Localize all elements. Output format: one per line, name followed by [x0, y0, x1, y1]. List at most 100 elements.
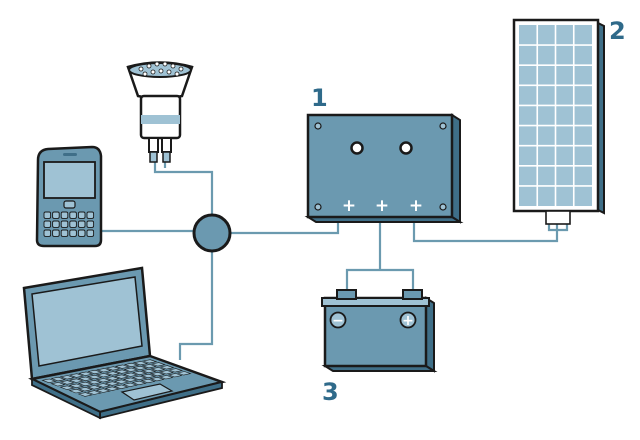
laptop-key	[132, 365, 148, 371]
phone-key	[86, 211, 95, 219]
wire-panel-stub	[547, 224, 569, 232]
solar-panel	[512, 18, 605, 225]
phone-key	[77, 220, 86, 228]
wire-laptop-hub	[178, 250, 214, 360]
laptop-key	[86, 390, 102, 395]
bulb-pin-left	[148, 137, 159, 153]
wires	[100, 162, 569, 360]
controller-screw-tl	[314, 122, 322, 130]
laptop-key	[95, 383, 111, 388]
phone-key	[60, 229, 69, 237]
phone-screen	[43, 161, 96, 199]
laptop-icon	[22, 266, 227, 420]
laptop-key	[59, 385, 75, 390]
phone-trackpad	[63, 200, 76, 209]
controller-screw-tr	[439, 122, 447, 130]
bulb-contact-right	[162, 151, 171, 163]
smartphone-icon	[35, 145, 103, 248]
laptop-key	[68, 388, 84, 394]
laptop-key	[95, 388, 111, 393]
battery-label: 3	[322, 378, 339, 406]
wire-battery-bus	[345, 268, 415, 292]
laptop-key	[149, 376, 165, 382]
bulb-led	[158, 68, 164, 74]
laptop-key	[104, 381, 120, 386]
phone-key	[69, 211, 77, 219]
phone-key	[86, 220, 95, 228]
battery-terminal-negative	[336, 289, 357, 300]
phone-keys	[43, 211, 95, 237]
laptop-key	[96, 368, 112, 373]
laptop-key	[114, 364, 130, 369]
laptop-key	[122, 377, 138, 382]
laptop-key	[77, 386, 93, 392]
laptop-key	[141, 368, 157, 374]
controller-terminal-3: +	[409, 196, 423, 216]
laptop-key	[150, 362, 166, 367]
laptop-key	[113, 374, 130, 379]
wire-controller-panel	[412, 214, 559, 243]
junction-hub-icon	[192, 213, 232, 253]
laptop-key	[77, 392, 93, 397]
laptop-key	[131, 380, 147, 386]
laptop-touchpad	[120, 383, 174, 401]
bulb-base-stripe	[141, 115, 180, 124]
laptop-key	[131, 375, 148, 381]
laptop-key	[142, 359, 158, 364]
laptop-key	[114, 369, 130, 374]
laptop-front-left	[31, 377, 101, 420]
wire-lamp-hub	[153, 162, 214, 216]
laptop-key	[113, 379, 129, 384]
laptop-screen	[31, 276, 143, 367]
bulb-led	[142, 71, 148, 77]
phone-key	[69, 229, 77, 237]
controller-screw-br	[439, 203, 447, 211]
battery-top	[321, 297, 430, 307]
laptop-key	[95, 373, 112, 378]
bulb-leds	[138, 61, 184, 77]
laptop-key	[50, 382, 66, 387]
laptop-key	[176, 371, 192, 376]
panel-junction-box	[545, 210, 571, 225]
laptop-key	[68, 383, 84, 389]
controller-label: 1	[311, 84, 328, 112]
controller-terminal-2: +	[375, 196, 389, 216]
phone-key	[43, 211, 52, 219]
laptop-key	[86, 379, 102, 385]
laptop-key	[123, 362, 140, 368]
laptop-key	[105, 371, 121, 376]
laptop-key	[104, 376, 121, 381]
laptop-keys	[41, 359, 192, 397]
panel-grid	[519, 25, 592, 206]
laptop-key	[150, 367, 166, 372]
controller-body	[306, 113, 454, 219]
bulb-led	[170, 63, 176, 69]
bulb-led	[166, 69, 172, 75]
laptop-key	[149, 371, 165, 377]
laptop-key	[41, 378, 57, 384]
laptop-key	[59, 380, 75, 385]
charge-controller: + + +	[304, 113, 464, 224]
battery-terminal-positive	[402, 289, 423, 300]
phone-key	[60, 220, 69, 228]
battery: − +	[321, 289, 438, 373]
laptop-key	[132, 361, 149, 366]
phone-key	[52, 211, 60, 219]
laptop-key	[68, 373, 85, 378]
phone-key	[43, 220, 52, 228]
battery-body	[323, 296, 428, 368]
phone-earpiece	[63, 153, 77, 156]
laptop-key	[104, 386, 120, 391]
phone-key	[52, 229, 60, 237]
laptop-key	[123, 367, 139, 372]
laptop-key	[77, 376, 94, 382]
laptop-key	[159, 365, 175, 370]
laptop-key	[132, 370, 148, 376]
laptop-key	[68, 378, 84, 383]
laptop-key	[86, 385, 102, 390]
laptop-key	[140, 378, 156, 384]
bulb-led	[150, 69, 156, 75]
laptop-key	[141, 364, 157, 369]
laptop-key	[140, 373, 157, 379]
controller-led-left	[350, 141, 364, 155]
